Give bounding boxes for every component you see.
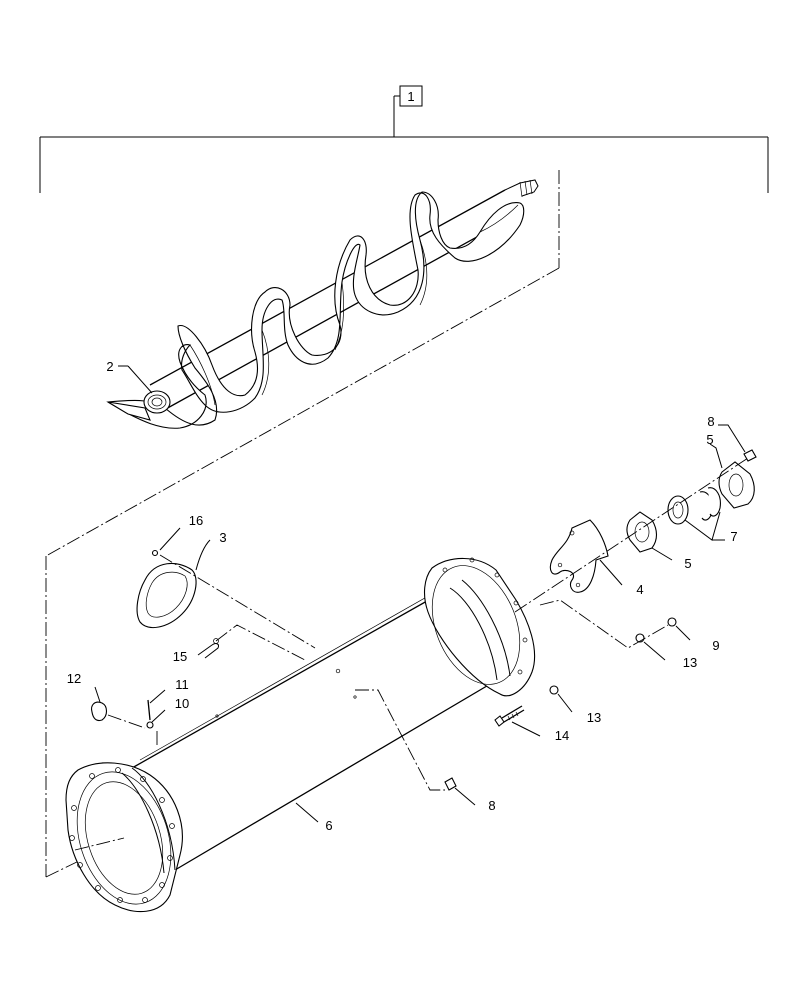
assembly-bracket bbox=[39, 85, 769, 193]
callout-8-bottom: 8 bbox=[488, 798, 495, 813]
leader-6 bbox=[295, 802, 319, 823]
callout-9: 9 bbox=[712, 638, 719, 653]
leader-9 bbox=[675, 625, 691, 641]
washer-13-lower bbox=[549, 685, 559, 695]
callout-6: 6 bbox=[325, 818, 332, 833]
leader-8-bottom bbox=[454, 787, 476, 806]
guide-line-16 bbox=[159, 554, 316, 649]
leader-13-right bbox=[643, 641, 666, 661]
leader-10 bbox=[151, 709, 166, 723]
callout-2: 2 bbox=[106, 359, 113, 374]
leader-3 bbox=[195, 539, 211, 571]
callout-15: 15 bbox=[173, 649, 187, 664]
callout-13-lower: 13 bbox=[587, 710, 601, 725]
leader-4 bbox=[599, 559, 623, 586]
nut-9 bbox=[667, 617, 677, 627]
callout-5-mid: 5 bbox=[684, 556, 691, 571]
guide-line-15 bbox=[215, 624, 306, 661]
callout-10: 10 bbox=[175, 696, 189, 711]
guide-line-9 bbox=[539, 599, 669, 649]
leader-5-top bbox=[709, 443, 723, 469]
bearing-axis-line bbox=[514, 457, 749, 613]
callout-4: 4 bbox=[636, 582, 643, 597]
callout-13-right: 13 bbox=[683, 655, 697, 670]
bracket-4 bbox=[549, 519, 609, 593]
auger-flighting bbox=[45, 170, 560, 557]
guide-line-8-bottom bbox=[355, 689, 445, 791]
pin-16 bbox=[151, 549, 159, 557]
callout-16: 16 bbox=[189, 513, 203, 528]
callout-14: 14 bbox=[555, 728, 569, 743]
leader-5-mid bbox=[651, 547, 673, 561]
bearing-7 bbox=[667, 487, 721, 525]
leader-8-top bbox=[718, 424, 746, 453]
auger-tube bbox=[65, 557, 536, 913]
callout-5-top: 5 bbox=[706, 432, 713, 447]
leader-16 bbox=[159, 527, 181, 551]
bolt-8-bottom bbox=[444, 777, 457, 791]
callout-7: 7 bbox=[730, 529, 737, 544]
leader-14 bbox=[511, 721, 541, 737]
flange-5-mid bbox=[626, 511, 658, 553]
screw-11 bbox=[146, 699, 154, 729]
leader-12 bbox=[94, 686, 101, 703]
callout-1: 1 bbox=[407, 89, 414, 104]
callout-3: 3 bbox=[219, 530, 226, 545]
flange-5-top bbox=[718, 461, 755, 509]
leader-13-lower bbox=[557, 693, 573, 713]
clamp-12 bbox=[91, 701, 108, 722]
callout-12: 12 bbox=[67, 671, 81, 686]
callout-8-top: 8 bbox=[707, 414, 714, 429]
clip-15 bbox=[197, 638, 219, 659]
callout-11: 11 bbox=[175, 677, 189, 692]
leader-11 bbox=[149, 689, 166, 704]
guide-line-12 bbox=[107, 714, 146, 729]
bolt-14 bbox=[494, 705, 525, 727]
oval-seal bbox=[136, 562, 197, 629]
